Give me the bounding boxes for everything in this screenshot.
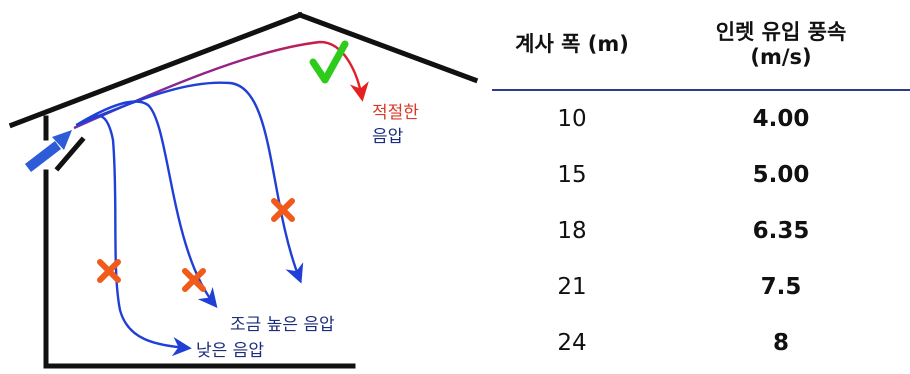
header-inlet-speed-line2: (m/s) <box>750 44 812 69</box>
inlet-baffle <box>54 136 86 172</box>
table-header-row: 계사 폭 (m) 인렛 유입 풍속 (m/s) <box>492 0 910 90</box>
label-slightly-high: 조금 높은 음압 <box>230 315 335 335</box>
ventilation-diagram: 적절한 음압 조금 높은 음압 낮은 음압 <box>8 11 479 369</box>
building-outline <box>8 11 479 369</box>
airflow-curves-blue <box>75 81 304 357</box>
header-inlet-speed-line1: 인렛 유입 풍속 <box>715 20 847 45</box>
cross-icon <box>271 198 295 222</box>
inlet-arrow-icon <box>24 130 72 172</box>
cell-width: 18 <box>557 218 587 244</box>
cell-speed: 8 <box>772 330 789 356</box>
header-inlet-speed: 인렛 유입 풍속 (m/s) <box>652 0 910 90</box>
label-proper-line1: 적절한 <box>372 103 419 123</box>
table-row: 15 5.00 <box>492 147 910 203</box>
cell-speed: 4.00 <box>752 106 810 132</box>
roof-left <box>8 11 304 129</box>
check-icon <box>309 40 349 84</box>
cell-speed: 5.00 <box>752 162 810 188</box>
inlet-speed-table: 계사 폭 (m) 인렛 유입 풍속 (m/s) 10 4.00 15 5.00 … <box>492 0 910 371</box>
cell-width: 10 <box>557 106 587 132</box>
header-house-width: 계사 폭 (m) <box>515 32 629 57</box>
cross-icon <box>182 268 206 292</box>
cell-width: 21 <box>557 274 587 300</box>
airflow-curve-mid <box>77 100 218 308</box>
cell-speed: 6.35 <box>752 218 810 244</box>
table-row: 10 4.00 <box>492 90 910 147</box>
cell-width: 24 <box>557 330 587 356</box>
cell-width: 15 <box>557 162 587 188</box>
roof-right <box>296 11 479 84</box>
label-low: 낮은 음압 <box>196 341 264 361</box>
table-row: 24 8 <box>492 315 910 371</box>
airflow-curve-short <box>83 114 192 357</box>
table-row: 18 6.35 <box>492 203 910 259</box>
cell-speed: 7.5 <box>760 274 802 300</box>
label-proper-line2: 음압 <box>372 127 404 147</box>
inlet-speed-table-container: 계사 폭 (m) 인렛 유입 풍속 (m/s) 10 4.00 15 5.00 … <box>492 0 910 374</box>
table-row: 21 7.5 <box>492 259 910 315</box>
cross-icon <box>97 259 121 283</box>
